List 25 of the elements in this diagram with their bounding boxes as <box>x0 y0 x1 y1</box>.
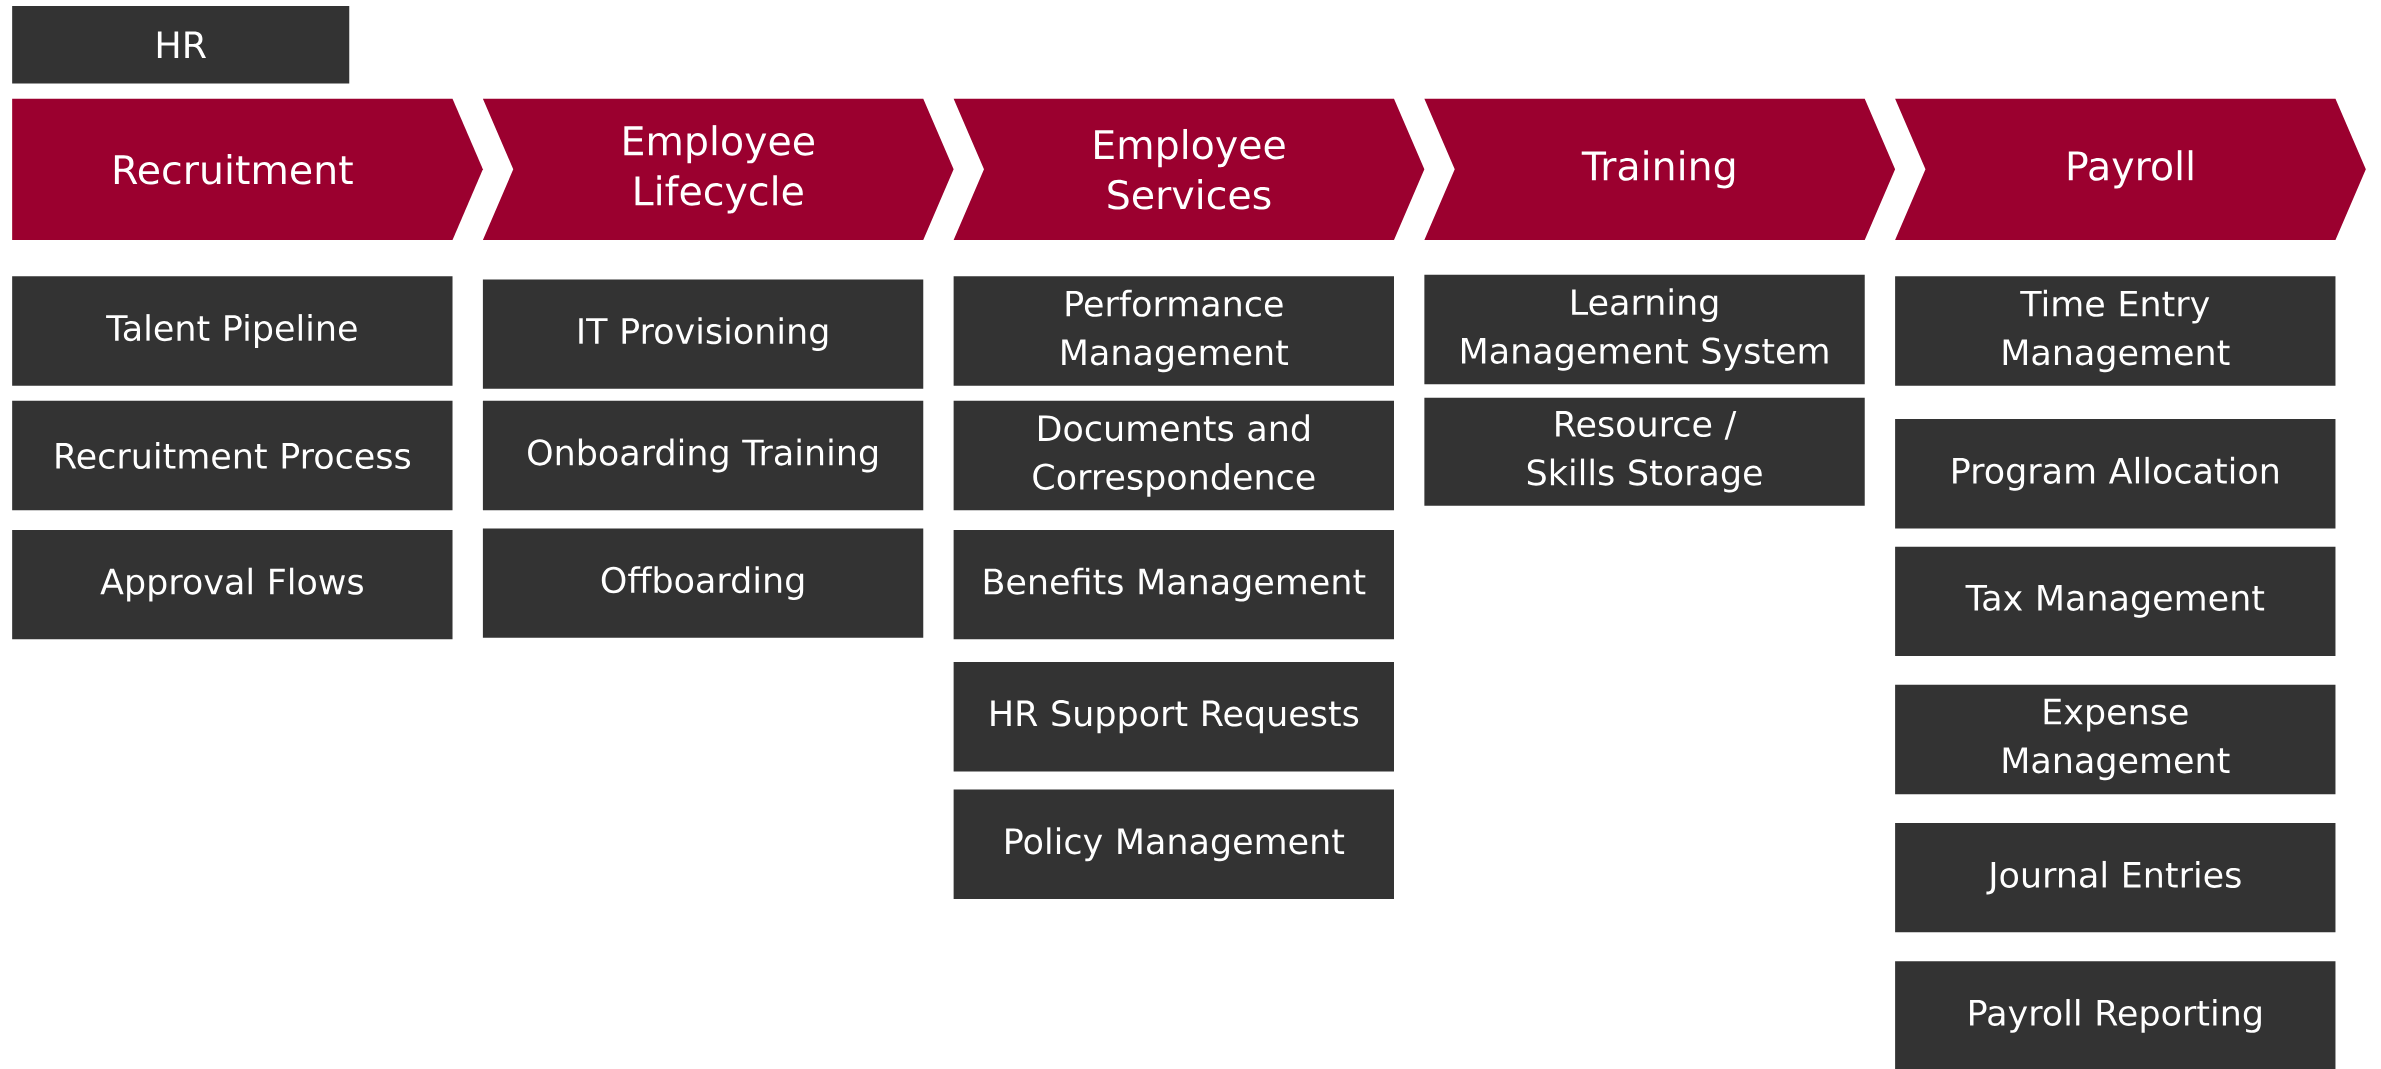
process-box: Journal Entries <box>1895 823 2336 933</box>
process-box: Recruitment Process <box>12 400 453 511</box>
process-box: Onboarding Training <box>482 400 924 511</box>
process-box: IT Provisioning <box>482 279 924 389</box>
process-box: Offboarding <box>482 528 924 638</box>
process-box: Talent Pipeline <box>12 276 453 386</box>
process-box: Expense Management <box>1895 684 2336 795</box>
process-box: Payroll Reporting <box>1895 961 2336 1069</box>
process-box: Resource / Skills Storage <box>1424 397 1865 506</box>
process-box: Time Entry Management <box>1895 276 2336 386</box>
stage-banner: Employee Lifecycle <box>482 98 954 240</box>
process-box: Learning Management System <box>1424 274 1865 385</box>
stage-banner: Training <box>1424 98 1896 240</box>
process-box: Program Allocation <box>1895 419 2336 529</box>
stage-banner: Employee Services <box>953 98 1425 240</box>
process-box: Tax Management <box>1895 546 2336 656</box>
process-box: Benefits Management <box>953 529 1394 640</box>
stage-banner: Payroll <box>1895 98 2366 240</box>
process-box: Approval Flows <box>12 529 453 640</box>
process-box: HR Support Requests <box>953 662 1394 772</box>
process-box: Documents and Correspondence <box>953 400 1394 511</box>
process-box: Policy Management <box>953 789 1394 899</box>
heading-box: HR <box>12 6 350 84</box>
process-box: Performance Management <box>953 276 1394 386</box>
stage-banner: Recruitment <box>12 98 483 240</box>
